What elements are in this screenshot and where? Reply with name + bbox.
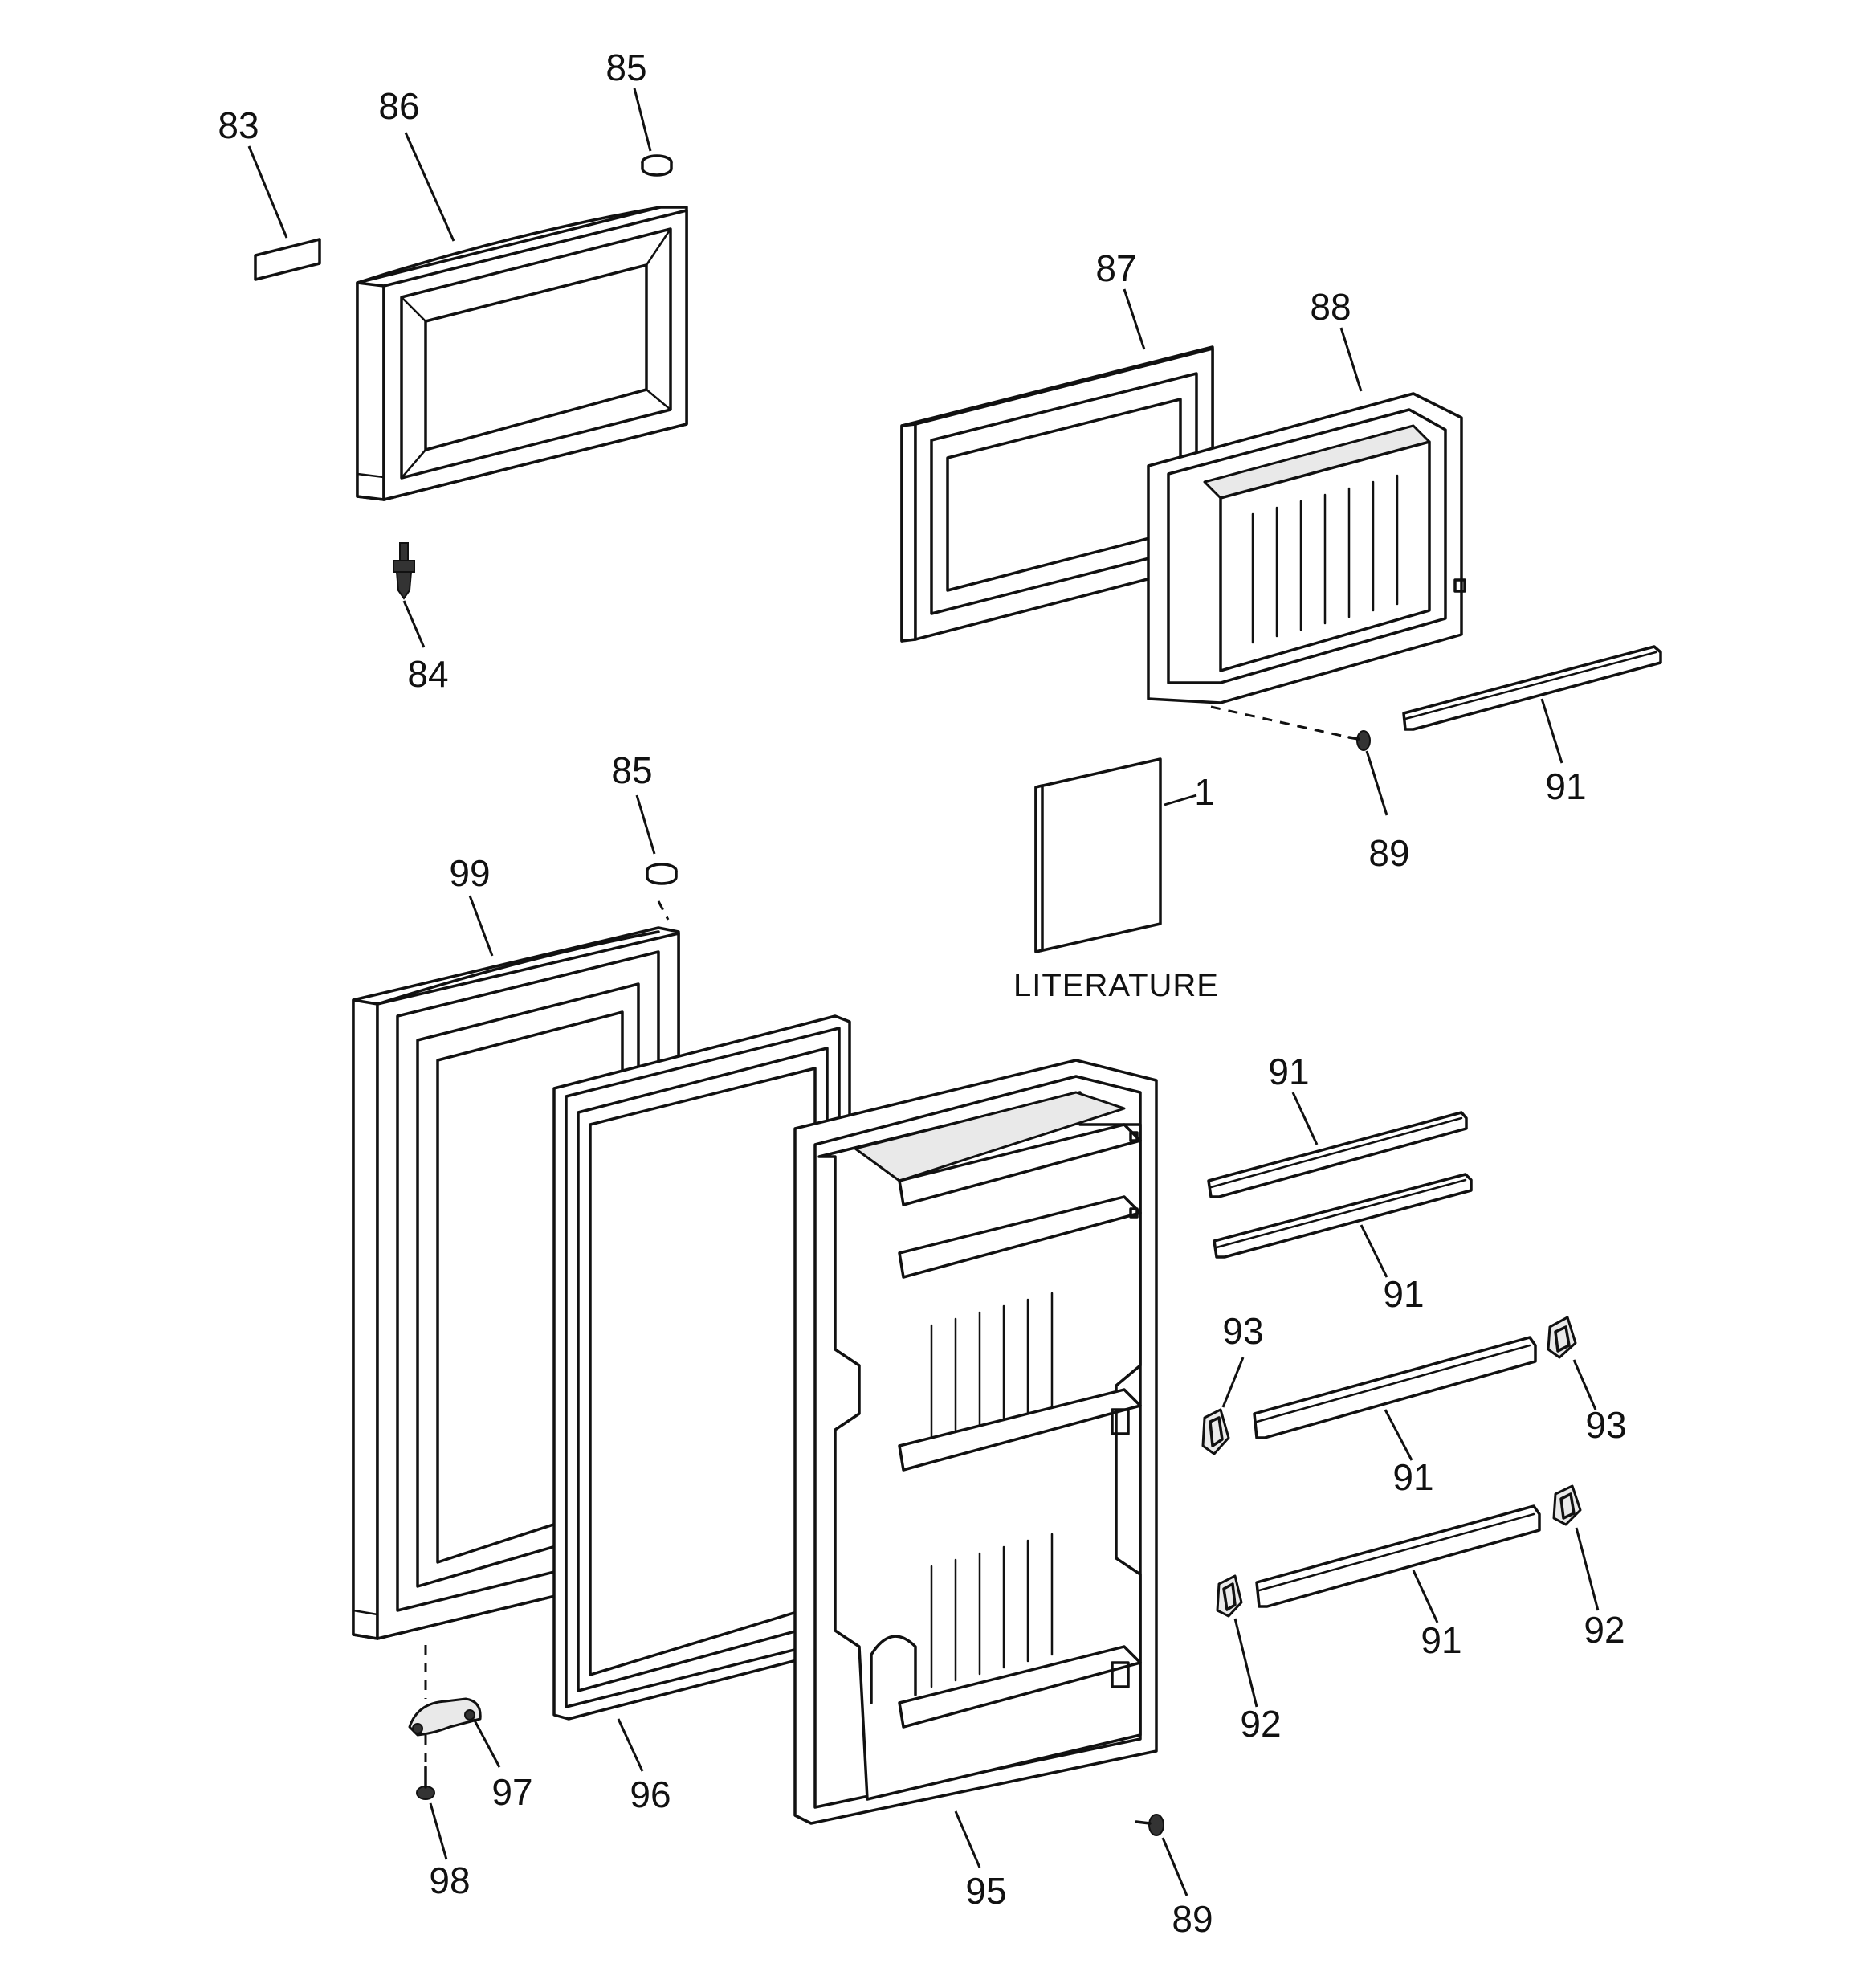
callout-91-a: 91 [1268, 1051, 1309, 1092]
callout-97: 97 [491, 1771, 532, 1813]
part-85-hinge-cap-top [641, 154, 673, 177]
callout-93-right: 93 [1585, 1404, 1626, 1446]
callout-91-d: 91 [1421, 1619, 1461, 1661]
part-88-freezer-liner [1147, 392, 1466, 704]
part-86-freezer-door [356, 206, 688, 501]
part-91-shelf-bar-top [1402, 645, 1662, 731]
callout-99: 99 [449, 852, 490, 894]
liner-ribs-lower [930, 1533, 1054, 1688]
callout-89-top: 89 [1368, 832, 1409, 874]
callout-92-right: 92 [1584, 1609, 1625, 1651]
callout-labels: 83 86 85 84 87 88 91 89 1 85 99 91 91 93… [218, 47, 1626, 1940]
part-91-shelf-bar-a [1207, 1111, 1468, 1198]
part-98-screw [416, 1766, 435, 1800]
part-91-shelf-bar-c [1253, 1336, 1537, 1439]
liner-ribs-upper [930, 1292, 1054, 1439]
callout-85-mid: 85 [611, 749, 652, 791]
part-83-nameplate [254, 238, 321, 281]
part-92-end-cap-left [1216, 1574, 1243, 1618]
part-84-hinge-pin [393, 542, 415, 600]
part-85-hinge-cap-mid [646, 863, 678, 885]
callout-91-top: 91 [1545, 765, 1586, 807]
part-91-shelf-bar-b [1213, 1173, 1473, 1259]
callout-93-left: 93 [1222, 1310, 1263, 1352]
assembly-lines [424, 705, 1350, 1771]
callout-98: 98 [429, 1859, 470, 1901]
part-93-end-cap-right [1547, 1316, 1577, 1359]
callout-1: 1 [1194, 771, 1215, 813]
part-97-hinge-bracket [408, 1697, 482, 1737]
callout-95: 95 [965, 1870, 1006, 1912]
leader-lines [247, 88, 1600, 1896]
part-1-literature [1034, 757, 1162, 953]
liner-shelves [898, 1123, 1142, 1729]
part-89-screw-bottom [1135, 1814, 1164, 1836]
part-93-end-cap-left [1201, 1408, 1230, 1455]
callout-86: 86 [378, 85, 419, 127]
part-95-fresh-food-liner [793, 1059, 1158, 1825]
part-89-screw-top [1347, 730, 1371, 751]
callout-91-c: 91 [1392, 1456, 1433, 1498]
part-91-shelf-bar-d [1255, 1504, 1541, 1608]
callout-92-left: 92 [1240, 1703, 1281, 1745]
callout-88: 88 [1310, 286, 1351, 328]
callout-85-top: 85 [605, 47, 646, 88]
callout-83: 83 [218, 104, 259, 146]
part-92-end-cap-right [1552, 1484, 1582, 1526]
literature-caption: LITERATURE [1013, 968, 1219, 1003]
liner-ribs [1251, 474, 1399, 644]
callout-84: 84 [407, 653, 448, 695]
callout-91-b: 91 [1383, 1273, 1424, 1315]
callout-89-bottom: 89 [1172, 1898, 1213, 1940]
callout-87: 87 [1095, 247, 1136, 289]
part-87-freezer-gasket [900, 345, 1214, 643]
callout-96: 96 [630, 1774, 671, 1815]
